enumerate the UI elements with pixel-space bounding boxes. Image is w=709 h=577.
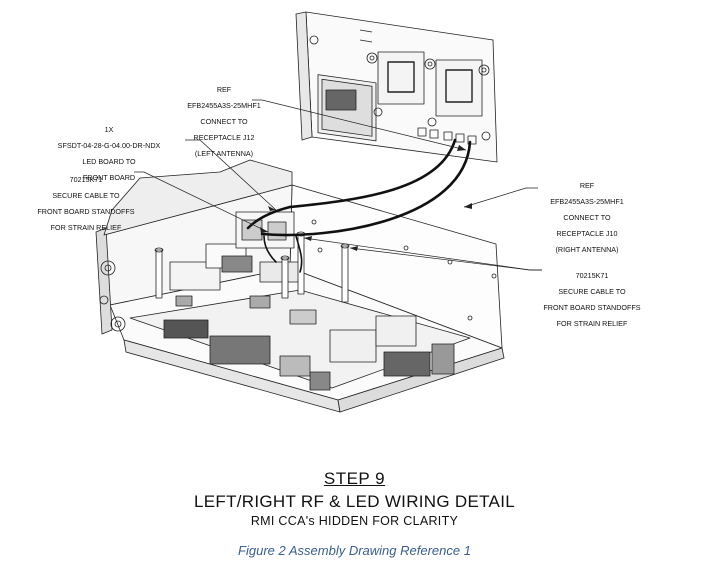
callout-line: EFB2455A3S-25MHF1 — [187, 101, 261, 110]
callout-line: RECEPTACLE J10 — [556, 229, 618, 238]
callout-line: FRONT BOARD STANDOFFS — [37, 207, 135, 216]
callout-line: FRONT BOARD STANDOFFS — [543, 303, 641, 312]
callout-line: 1X — [104, 125, 114, 134]
figure-caption: Figure 2 Assembly Drawing Reference 1 — [238, 543, 471, 558]
callout-line: LED BOARD TO — [82, 157, 136, 166]
step-title: STEP 9 — [323, 469, 386, 488]
callout-line: EFB2455A3S-25MHF1 — [550, 197, 624, 206]
callout-ref-left-antenna: REF EFB2455A3S-25MHF1 CONNECT TO RECEPTA… — [176, 78, 272, 166]
front-panel-board — [295, 11, 498, 163]
callout-line: SECURE CABLE TO — [52, 191, 120, 200]
led-ribbon-cable — [295, 235, 303, 273]
right-antenna-cable — [260, 140, 472, 237]
left-antenna-cable — [288, 138, 457, 209]
callout-line: RECEPTACLE J12 — [193, 133, 255, 142]
leader-lines — [134, 99, 542, 271]
callout-line: 70215K71 — [69, 175, 103, 184]
callout-led-board: 1X SFSDT-04-28-G-04.00-DR-NDX LED BOARD … — [34, 118, 184, 190]
callout-line: REF — [579, 181, 595, 190]
callout-line: FOR STRAIN RELIEF — [556, 319, 628, 328]
callout-line: CONNECT TO — [200, 117, 248, 126]
step-subtitle: LEFT/RIGHT RF & LED WIRING DETAIL — [194, 492, 515, 511]
callout-line: FRONT BOARD — [82, 173, 136, 182]
rf-cables — [246, 138, 472, 237]
callout-line: FOR STRAIN RELIEF — [50, 223, 122, 232]
step-note: RMI CCA's HIDDEN FOR CLARITY — [250, 514, 459, 528]
callout-line: CONNECT TO — [563, 213, 611, 222]
callout-line: 70215K71 — [575, 271, 609, 280]
callout-line: (LEFT ANTENNA) — [194, 149, 254, 158]
callout-line: SFSDT-04-28-G-04.00-DR-NDX — [57, 141, 161, 150]
internal-boards — [129, 211, 471, 391]
callout-line: (RIGHT ANTENNA) — [555, 245, 619, 254]
callout-secure-cable-right: 70215K71 SECURE CABLE TO FRONT BOARD STA… — [540, 264, 644, 336]
callout-secure-cable-left: 70215K71 SECURE CABLE TO FRONT BOARD STA… — [36, 168, 136, 240]
callout-line: SECURE CABLE TO — [558, 287, 626, 296]
callout-ref-right-antenna: REF EFB2455A3S-25MHF1 CONNECT TO RECEPTA… — [538, 174, 636, 262]
callout-line: REF — [216, 85, 232, 94]
leader-arrows — [260, 145, 472, 251]
